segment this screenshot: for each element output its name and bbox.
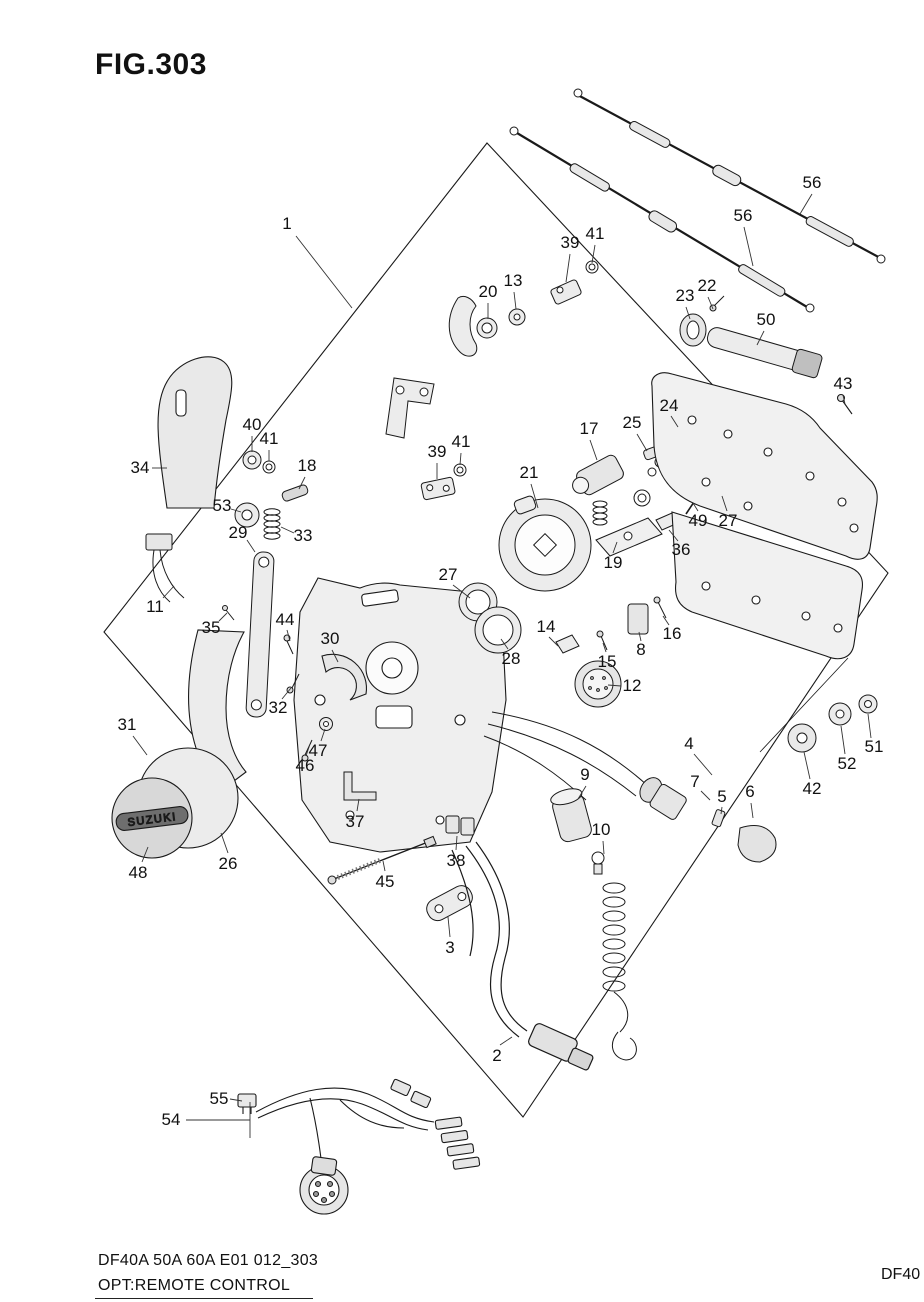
switch-knob-cluster bbox=[555, 596, 667, 708]
lower-brackets bbox=[327, 771, 475, 922]
control-lever-icon: SUZUKI bbox=[111, 629, 247, 859]
cam-cluster bbox=[458, 417, 740, 654]
figure-title: FIG.303 bbox=[95, 48, 207, 81]
side-plates bbox=[651, 372, 878, 753]
top-brackets bbox=[385, 260, 599, 501]
footer-caption: OPT:REMOTE CONTROL bbox=[98, 1277, 291, 1294]
page-code: DF40 bbox=[881, 1266, 921, 1283]
leader-lines bbox=[132, 193, 872, 1138]
footer: DF40A 50A 60A E01 012_303 OPT:REMOTE CON… bbox=[98, 1248, 318, 1298]
grommet-lever bbox=[679, 295, 823, 379]
handle-grip-icon bbox=[157, 356, 233, 509]
harness-icon bbox=[237, 1078, 481, 1215]
wiring-right bbox=[483, 694, 878, 1061]
main-cable-icon bbox=[451, 841, 594, 1071]
footer-rule bbox=[95, 1298, 313, 1299]
throttle-cables-icon bbox=[509, 88, 886, 313]
footer-model-code: DF40A 50A 60A E01 012_303 bbox=[98, 1252, 319, 1269]
small-hardware-left bbox=[145, 450, 309, 718]
